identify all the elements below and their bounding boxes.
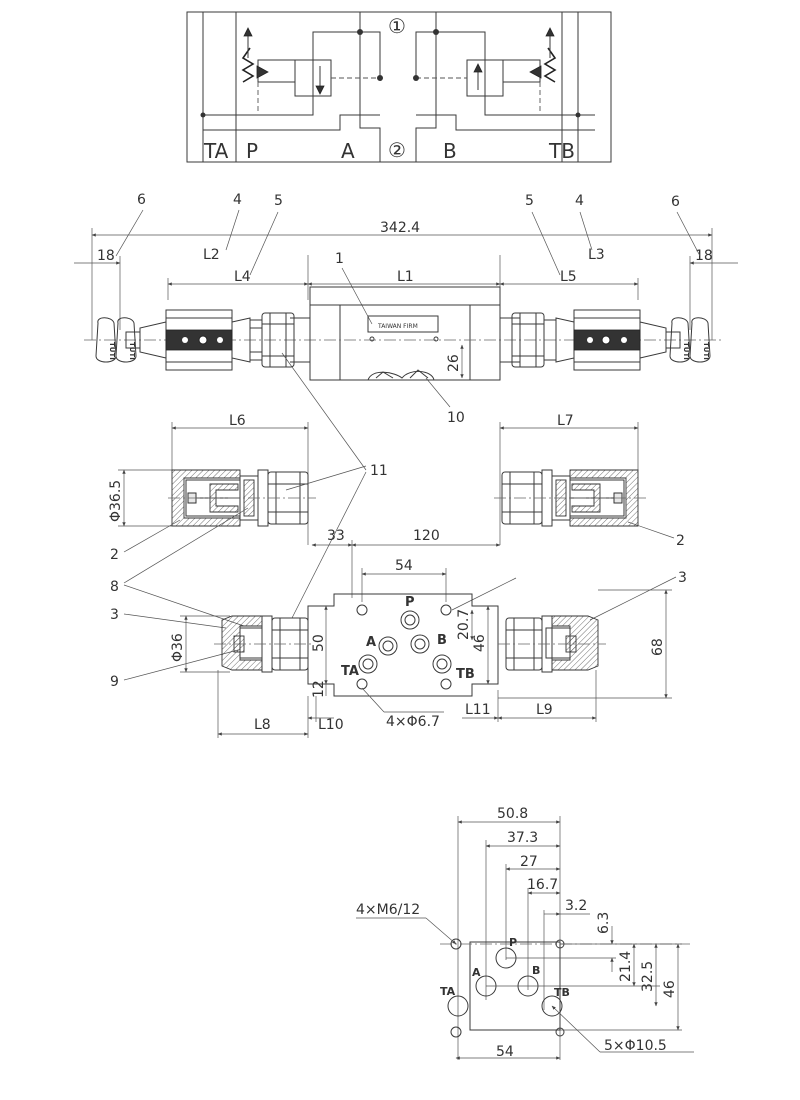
dim-phi-365: Φ36.5 bbox=[108, 480, 124, 522]
callout-4-left: 4 bbox=[233, 192, 242, 208]
dim-l10: L10 bbox=[318, 717, 344, 733]
dim-l3: L3 bbox=[588, 247, 605, 263]
fp-dim-508: 50.8 bbox=[497, 806, 528, 822]
section-views: L6 L7 Φ36.5 bbox=[108, 352, 687, 690]
dim-holes: 4×Φ6.7 bbox=[386, 714, 440, 730]
callout-9: 9 bbox=[110, 674, 119, 690]
handle-label-left-b: TUTI bbox=[128, 342, 136, 360]
circle-label-2: ② bbox=[388, 138, 406, 162]
fp-bores: 5×Φ10.5 bbox=[604, 1038, 667, 1054]
dim-18-right: 18 bbox=[695, 248, 713, 264]
fp-port-tb: TB bbox=[554, 986, 570, 999]
front-view: 342.4 18 18 L2 L3 L4 L1 L5 6 4 5 5 4 6 1… bbox=[74, 192, 738, 426]
port-label-b: B bbox=[443, 139, 457, 163]
top-port-b: B bbox=[437, 633, 447, 648]
port-label-a: A bbox=[341, 139, 355, 163]
mounting-footprint: 50.8 37.3 27 16.7 3.2 P A B TA TB 6.3 bbox=[356, 806, 694, 1060]
dim-33: 33 bbox=[327, 528, 345, 544]
callout-6-right: 6 bbox=[671, 194, 680, 210]
dim-12: 12 bbox=[311, 680, 327, 698]
top-port-p: P bbox=[405, 595, 415, 610]
callout-11: 11 bbox=[370, 463, 388, 479]
dim-l1: L1 bbox=[397, 269, 414, 285]
fp-dim-373: 37.3 bbox=[507, 830, 538, 846]
fp-port-a: A bbox=[472, 966, 481, 979]
hydraulic-schematic: TA P A B TB ① ② bbox=[186, 11, 612, 163]
fp-dim-32: 3.2 bbox=[565, 898, 587, 914]
dim-l2: L2 bbox=[203, 247, 220, 263]
callout-10: 10 bbox=[447, 410, 465, 426]
dim-54-top: 54 bbox=[395, 558, 413, 574]
callout-4-right: 4 bbox=[575, 193, 584, 209]
dim-l6: L6 bbox=[229, 413, 246, 429]
fp-threads: 4×M6/12 bbox=[356, 902, 420, 918]
fp-dim-54: 54 bbox=[496, 1044, 514, 1060]
fp-dim-46: 46 bbox=[662, 980, 678, 998]
nameplate-text: TAIWAN FIRM bbox=[377, 323, 418, 330]
callout-5-right: 5 bbox=[525, 193, 534, 209]
top-port-a: A bbox=[366, 635, 376, 650]
fp-dim-63: 6.3 bbox=[596, 912, 612, 934]
dim-l11: L11 bbox=[465, 702, 491, 718]
fp-dim-27: 27 bbox=[520, 854, 538, 870]
dim-l8: L8 bbox=[254, 717, 271, 733]
fp-port-b: B bbox=[532, 964, 540, 977]
port-label-tb: TB bbox=[548, 139, 575, 163]
dim-46-top: 46 bbox=[472, 634, 488, 652]
circle-label-1: ① bbox=[388, 14, 406, 38]
top-port-ta: TA bbox=[341, 664, 359, 679]
fp-port-p: P bbox=[509, 936, 517, 949]
dim-50: 50 bbox=[311, 634, 327, 652]
dim-120: 120 bbox=[413, 528, 440, 544]
port-label-ta: TA bbox=[203, 139, 229, 163]
dim-overall: 342.4 bbox=[380, 220, 420, 236]
fp-port-ta: TA bbox=[440, 985, 456, 998]
dim-18-left: 18 bbox=[97, 248, 115, 264]
callout-3-left: 3 bbox=[110, 607, 119, 623]
dim-207: 20.7 bbox=[456, 609, 472, 640]
callout-2-left: 2 bbox=[110, 547, 119, 563]
callout-2-right: 2 bbox=[676, 533, 685, 549]
top-view: 54 P A B TA TB 50 12 20.7 46 bbox=[170, 558, 672, 738]
dim-26: 26 bbox=[446, 354, 462, 372]
dim-l7: L7 bbox=[557, 413, 574, 429]
port-label-p: P bbox=[246, 139, 258, 163]
fp-dim-167: 16.7 bbox=[527, 877, 558, 893]
dim-phi-36: Φ36 bbox=[170, 633, 186, 662]
top-port-tb: TB bbox=[456, 667, 475, 682]
callout-8: 8 bbox=[110, 579, 119, 595]
callout-6-left: 6 bbox=[137, 192, 146, 208]
callout-5-left: 5 bbox=[274, 193, 283, 209]
dim-68: 68 bbox=[650, 638, 666, 656]
handle-label-left-a: TUTI bbox=[108, 342, 116, 360]
dim-l9: L9 bbox=[536, 702, 553, 718]
callout-3-right: 3 bbox=[678, 570, 687, 586]
handle-label-right-b: TUTI bbox=[702, 342, 710, 360]
dim-l5: L5 bbox=[560, 269, 577, 285]
fp-dim-214: 21.4 bbox=[618, 951, 634, 982]
handle-label-right-a: TUTI bbox=[682, 342, 690, 360]
callout-1: 1 bbox=[335, 251, 344, 267]
fp-dim-325: 32.5 bbox=[640, 961, 656, 992]
dim-l4: L4 bbox=[234, 269, 251, 285]
